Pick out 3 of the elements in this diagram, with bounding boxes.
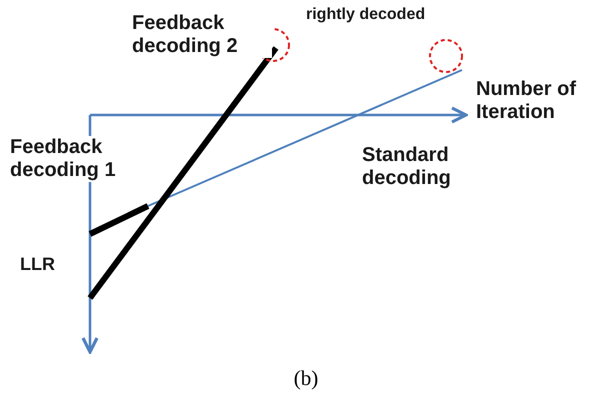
- figure-caption: (b): [292, 366, 320, 391]
- annotation-text: rightly decoded: [306, 6, 426, 24]
- line-label: Feedback decoding 2: [132, 12, 272, 58]
